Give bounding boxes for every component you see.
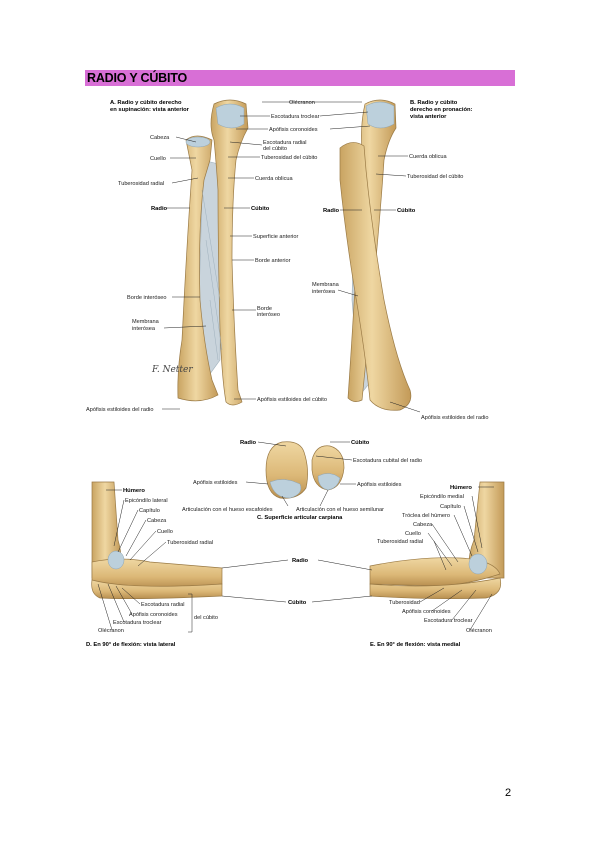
label-escotadura-troclear-d: Escotadura troclear (113, 620, 162, 626)
radial-head-cartilage-a (185, 136, 211, 148)
label-cuerda-oblicua-a: Cuerda oblicua (255, 176, 294, 182)
label-borde-interoseo-left: Borde interóseo (127, 295, 167, 301)
label-escotadura-radial-d: Escotadura radial (141, 602, 185, 608)
page-number: 2 (505, 787, 512, 799)
label-cuerda-oblicua-b: Cuerda oblicua (409, 154, 448, 160)
label-radio-c: Radio (240, 440, 257, 446)
label-membrana-a-2: interósea (132, 326, 156, 332)
label-cuello-e: Cuello (405, 531, 421, 537)
label-escotadura-troclear-a: Escotadura troclear (271, 114, 320, 120)
olecranon-cartilage-a (215, 103, 245, 129)
radius-bone-b (339, 142, 412, 411)
label-epicondilo-lateral: Epicóndilo lateral (125, 498, 168, 504)
panel-d-title: D. En 90° de flexión: vista lateral (86, 642, 176, 648)
label-capitulo-d: Capítulo (139, 508, 160, 514)
label-membrana-b-2: interósea (312, 289, 336, 295)
label-art-escafoides: Articulación con el hueso escafoides (182, 507, 273, 513)
label-radio-center: Radio (292, 558, 309, 564)
panel-a-title-line2: en supinación: vista anterior (110, 107, 190, 113)
label-olecranon-e: Olécranon (466, 628, 492, 634)
panel-e-title: E. En 90° de flexión: vista medial (370, 642, 461, 648)
section-heading: RADIO Y CÚBITO (87, 71, 187, 85)
panel-c-figure (265, 441, 345, 499)
label-cubito-c: Cúbito (351, 440, 370, 446)
panel-d-figure (91, 481, 223, 600)
label-tuberosidad-radial-d: Tuberosidad radial (167, 540, 213, 546)
ulna-bone-e (369, 577, 502, 600)
label-capitulo-e: Capítulo (440, 504, 461, 510)
leader-lines (97, 101, 494, 633)
label-apofisis-coronoides-e: Apófisis coronoides (402, 609, 451, 615)
label-radio-a: Radio (151, 206, 168, 212)
label-cabeza-e: Cabeza (413, 522, 433, 528)
label-tuberosidad-radial-a: Tuberosidad radial (118, 181, 164, 187)
label-olecranon-a: Olécranon (289, 100, 315, 106)
label-cuello-a: Cuello (150, 156, 166, 162)
panel-c-title: C. Superficie articular carpiana (257, 515, 343, 521)
label-humero-d: Húmero (123, 488, 145, 494)
label-superficie-anterior: Superficie anterior (253, 234, 299, 240)
radius-bone-a (177, 135, 219, 402)
panel-a-figure: F. Netter (151, 99, 249, 406)
label-cubito-center: Cúbito (288, 600, 307, 606)
label-humero-e: Húmero (450, 485, 472, 491)
panel-b-title-line3: vista anterior (410, 114, 447, 120)
label-del-cubito: del cúbito (194, 615, 218, 621)
label-tuberosidad-cubito-a: Tuberosidad del cúbito (261, 155, 317, 161)
section-banner: RADIO Y CÚBITO (85, 70, 515, 86)
label-cuello-d: Cuello (157, 529, 173, 535)
label-apofisis-estiloides-c-right: Apófisis estiloides (357, 482, 402, 488)
label-borde-interoseo-right-1: Borde (257, 306, 272, 312)
label-radio-b: Radio (323, 208, 340, 214)
panel-b-figure (339, 99, 412, 411)
label-escotadura-cubital: Escotadura cubital del radio (353, 458, 422, 464)
label-escotadura-radial-1: Escotadura radial (263, 140, 307, 146)
label-tuberosidad-e: Tuberosidad (389, 600, 420, 606)
label-cubito-b: Cúbito (397, 208, 416, 214)
label-escotadura-radial-2: del cúbito (263, 146, 287, 152)
label-olecranon-d: Olécranon (98, 628, 124, 634)
label-apofisis-estiloides-radio-a: Apófisis estiloides del radio (86, 407, 153, 413)
label-apofisis-estiloides-c-left: Apófisis estiloides (193, 480, 238, 486)
ulna-bone-a (210, 99, 249, 406)
label-epicondilo-medial: Epicóndilo medial (420, 494, 464, 500)
label-apofisis-coronoides-a: Apófisis coronoides (269, 127, 318, 133)
label-troclea: Tróclea del húmero (402, 513, 450, 519)
label-borde-anterior: Borde anterior (255, 258, 291, 264)
label-membrana-b-1: Membrana (312, 282, 340, 288)
label-apofisis-estiloides-cubito: Apófisis estiloides del cúbito (257, 397, 327, 403)
label-cabeza-d: Cabeza (147, 518, 167, 524)
label-tuberosidad-cubito-b: Tuberosidad del cúbito (407, 174, 463, 180)
label-tuberosidad-radial-e: Tuberosidad radial (377, 539, 423, 545)
label-art-semilunar: Articulación con el hueso semilunar (296, 507, 384, 513)
label-cubito-a: Cúbito (251, 206, 270, 212)
panel-b-title-line2: derecho en pronación: (410, 107, 473, 113)
label-escotadura-troclear-e: Escotadura troclear (424, 618, 473, 624)
label-cabeza-a: Cabeza (150, 135, 170, 141)
panel-b-title-line1: B. Radio y cúbito (410, 100, 458, 106)
panel-e-figure (369, 481, 505, 600)
netter-signature: F. Netter (151, 365, 193, 375)
panel-a-title-line1: A. Radio y cúbito derecho (110, 100, 182, 106)
label-apofisis-estiloides-radio-b: Apófisis estiloides del radio (421, 415, 488, 421)
label-apofisis-coronoides-d: Apófisis coronoides (129, 612, 178, 618)
label-borde-interoseo-right-2: interóseo (257, 312, 280, 318)
label-membrana-a-1: Membrana (132, 319, 160, 325)
